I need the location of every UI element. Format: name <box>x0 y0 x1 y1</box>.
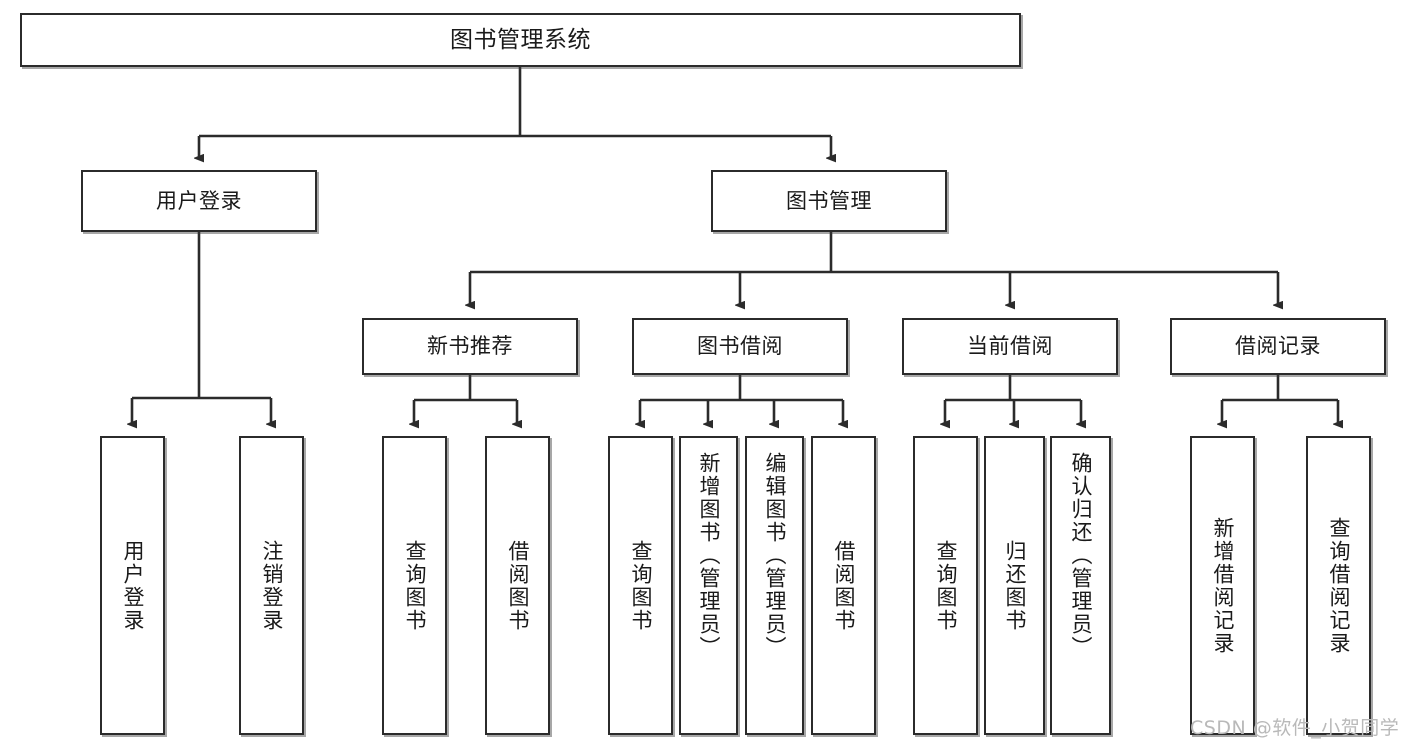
node-user-login[interactable]: 用户登录 <box>81 170 317 232</box>
node-label: 查询借阅记录 <box>1327 516 1351 655</box>
leaf-borrow-book-new[interactable]: 借阅图书 <box>485 436 550 735</box>
node-label: 编辑图书（管理员） <box>763 452 787 659</box>
node-book-management-system[interactable]: 图书管理系统 <box>20 13 1021 67</box>
node-current-borrow[interactable]: 当前借阅 <box>902 318 1118 375</box>
node-label: 注销登录 <box>260 539 284 632</box>
leaf-query-book-current[interactable]: 查询图书 <box>913 436 978 735</box>
node-label: 图书管理 <box>786 188 872 213</box>
node-label: 新书推荐 <box>427 334 513 359</box>
leaf-query-borrow-record[interactable]: 查询借阅记录 <box>1306 436 1371 735</box>
leaf-borrow-book[interactable]: 借阅图书 <box>811 436 876 735</box>
leaf-query-book-new[interactable]: 查询图书 <box>382 436 447 735</box>
node-label: 当前借阅 <box>967 334 1053 359</box>
node-label: 归还图书 <box>1003 539 1027 632</box>
node-borrow-record[interactable]: 借阅记录 <box>1170 318 1386 375</box>
leaf-query-book-borrow[interactable]: 查询图书 <box>608 436 673 735</box>
node-book-management[interactable]: 图书管理 <box>711 170 947 232</box>
node-book-borrow[interactable]: 图书借阅 <box>632 318 848 375</box>
leaf-logout-login[interactable]: 注销登录 <box>239 436 304 735</box>
node-label: 查询图书 <box>629 539 653 632</box>
leaf-confirm-return-admin[interactable]: 确认归还（管理员） <box>1050 436 1111 735</box>
node-label: 用户登录 <box>156 188 242 213</box>
node-label: 确认归还（管理员） <box>1069 452 1093 659</box>
node-label: 新增图书（管理员） <box>697 452 721 659</box>
node-label: 借阅图书 <box>506 539 530 632</box>
leaf-add-borrow-record[interactable]: 新增借阅记录 <box>1190 436 1255 735</box>
leaf-user-login[interactable]: 用户登录 <box>100 436 165 735</box>
node-label: 查询图书 <box>403 539 427 632</box>
node-label: 用户登录 <box>121 539 145 632</box>
node-label: 图书管理系统 <box>450 26 591 53</box>
leaf-add-book-admin[interactable]: 新增图书（管理员） <box>679 436 738 735</box>
node-label: 借阅记录 <box>1235 334 1321 359</box>
node-label: 新增借阅记录 <box>1211 516 1235 655</box>
csdn-watermark: CSDN @软件_小贺同学 <box>1190 717 1400 739</box>
leaf-return-book[interactable]: 归还图书 <box>984 436 1045 735</box>
leaf-edit-book-admin[interactable]: 编辑图书（管理员） <box>745 436 804 735</box>
node-label: 借阅图书 <box>832 539 856 632</box>
node-label: 查询图书 <box>934 539 958 632</box>
node-label: 图书借阅 <box>697 334 783 359</box>
node-new-book-recommend[interactable]: 新书推荐 <box>362 318 578 375</box>
